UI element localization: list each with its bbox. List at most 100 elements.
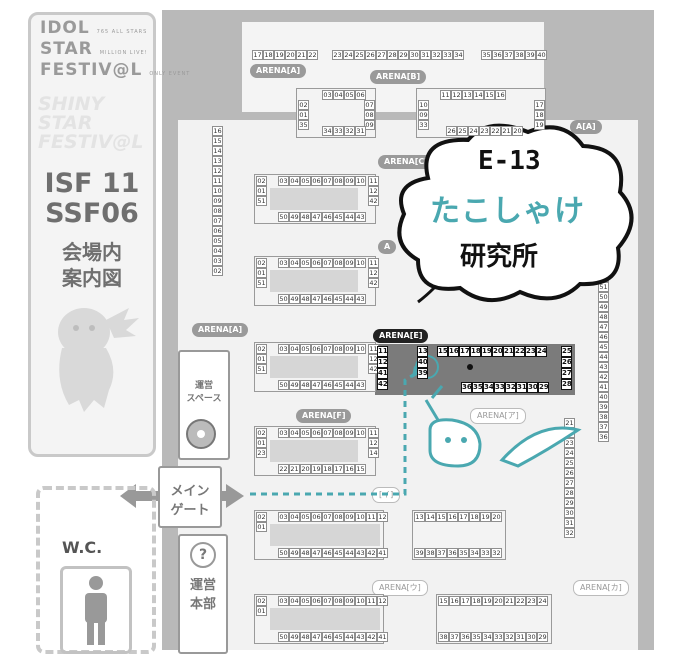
- booth-number: 37: [598, 422, 609, 432]
- booth-number: 32: [505, 382, 516, 393]
- booth-number: 11: [212, 176, 223, 186]
- booth-number: 11: [368, 428, 379, 438]
- booth-number: 31: [355, 126, 366, 136]
- booth-number: 42: [377, 379, 388, 390]
- booth-number: 05: [344, 90, 355, 100]
- booth-number: 38: [598, 412, 609, 422]
- booth-number: 42: [366, 632, 377, 642]
- booth-number: 48: [598, 312, 609, 322]
- booth-number: 44: [344, 294, 355, 304]
- booth-number: 36: [492, 50, 503, 60]
- booth-number: 13: [462, 90, 473, 100]
- booth-number: 12: [368, 438, 379, 448]
- booth-number: 03: [322, 90, 333, 100]
- booth-number: 07: [322, 428, 333, 438]
- booth-number: 28: [387, 50, 398, 60]
- booth-number: 10: [355, 596, 366, 606]
- booth-number: 08: [333, 176, 344, 186]
- booth-number: 02: [212, 266, 223, 276]
- booth-number: 04: [212, 246, 223, 256]
- booth-number: 41: [377, 632, 388, 642]
- booth-number: 03: [278, 258, 289, 268]
- booth-number: 04: [289, 344, 300, 354]
- pointer-arrow-icon: [424, 385, 582, 468]
- booth-number: 46: [322, 380, 333, 390]
- booth-number: 24: [537, 596, 548, 606]
- booth-number: 03: [278, 596, 289, 606]
- booth-number: 11: [440, 90, 451, 100]
- booth-number: 32: [344, 126, 355, 136]
- booth-number: 47: [311, 294, 322, 304]
- booth-number: 21: [296, 50, 307, 60]
- booth-number: 23: [479, 126, 490, 136]
- booth-number: 45: [333, 632, 344, 642]
- booth-number: 19: [480, 512, 491, 522]
- booth-number: 31: [564, 518, 575, 528]
- booth-number: 22: [514, 346, 525, 357]
- logo-small-2: MILLION LIVE!: [99, 50, 148, 56]
- booth-number: 09: [344, 596, 355, 606]
- booth-number: 22: [515, 596, 526, 606]
- booth-number: 25: [354, 50, 365, 60]
- booth-number: 15: [484, 90, 495, 100]
- booth-number: 11: [368, 258, 379, 268]
- booth-number: 05: [212, 236, 223, 246]
- booth-number: 46: [322, 632, 333, 642]
- booth-number: 20: [492, 346, 503, 357]
- arena-label-u: ARENA[ウ]: [372, 580, 428, 596]
- booth-number: 01: [256, 186, 267, 196]
- booth-number: 51: [256, 196, 267, 206]
- booth-number: 28: [561, 379, 572, 390]
- booth-number: 09: [418, 110, 429, 120]
- booth-number: 45: [333, 212, 344, 222]
- booth-number: 49: [289, 632, 300, 642]
- booth-number: 12: [451, 90, 462, 100]
- cloud-circle-name: たこしゃけ: [430, 194, 585, 229]
- booth-number: 04: [289, 596, 300, 606]
- main-gate-label-1: メイン: [170, 484, 210, 499]
- booth-number: 23: [526, 596, 537, 606]
- booth-number: 25: [457, 126, 468, 136]
- booth-number: 39: [598, 402, 609, 412]
- booth-number: 23: [256, 448, 267, 458]
- booth-number: 34: [322, 126, 333, 136]
- booth-number: 01: [256, 354, 267, 364]
- booth-number: 46: [322, 548, 333, 558]
- booth-number: 02: [256, 258, 267, 268]
- booth-number: 44: [598, 352, 609, 362]
- booth-number: 24: [343, 50, 354, 60]
- booth-number: 23: [525, 346, 536, 357]
- arena-label-e: ARENA[E]: [373, 329, 429, 343]
- booth-number: 41: [377, 368, 388, 379]
- booth-number: 17: [252, 50, 263, 60]
- booth-number: 05: [300, 176, 311, 186]
- cloud-booth-code: E-13: [478, 146, 541, 176]
- booth-number: 50: [598, 292, 609, 302]
- booth-number: 48: [300, 294, 311, 304]
- booth-number: 05: [300, 512, 311, 522]
- booth-number: 01: [256, 522, 267, 532]
- booth-number: 32: [491, 548, 502, 558]
- booth-number: 24: [564, 448, 575, 458]
- booth-number: 31: [516, 382, 527, 393]
- booth-number: 08: [364, 110, 375, 120]
- booth-number: 02: [256, 428, 267, 438]
- booth-number: 03: [278, 512, 289, 522]
- booth-number: 37: [449, 632, 460, 642]
- booth-number: 07: [322, 344, 333, 354]
- booth-number: 36: [460, 632, 471, 642]
- headquarters-room: ? 運営 本部: [178, 534, 228, 654]
- booth-number: 05: [300, 596, 311, 606]
- booth-number: 03: [278, 344, 289, 354]
- booth-number: 19: [311, 464, 322, 474]
- booth-number: 03: [278, 176, 289, 186]
